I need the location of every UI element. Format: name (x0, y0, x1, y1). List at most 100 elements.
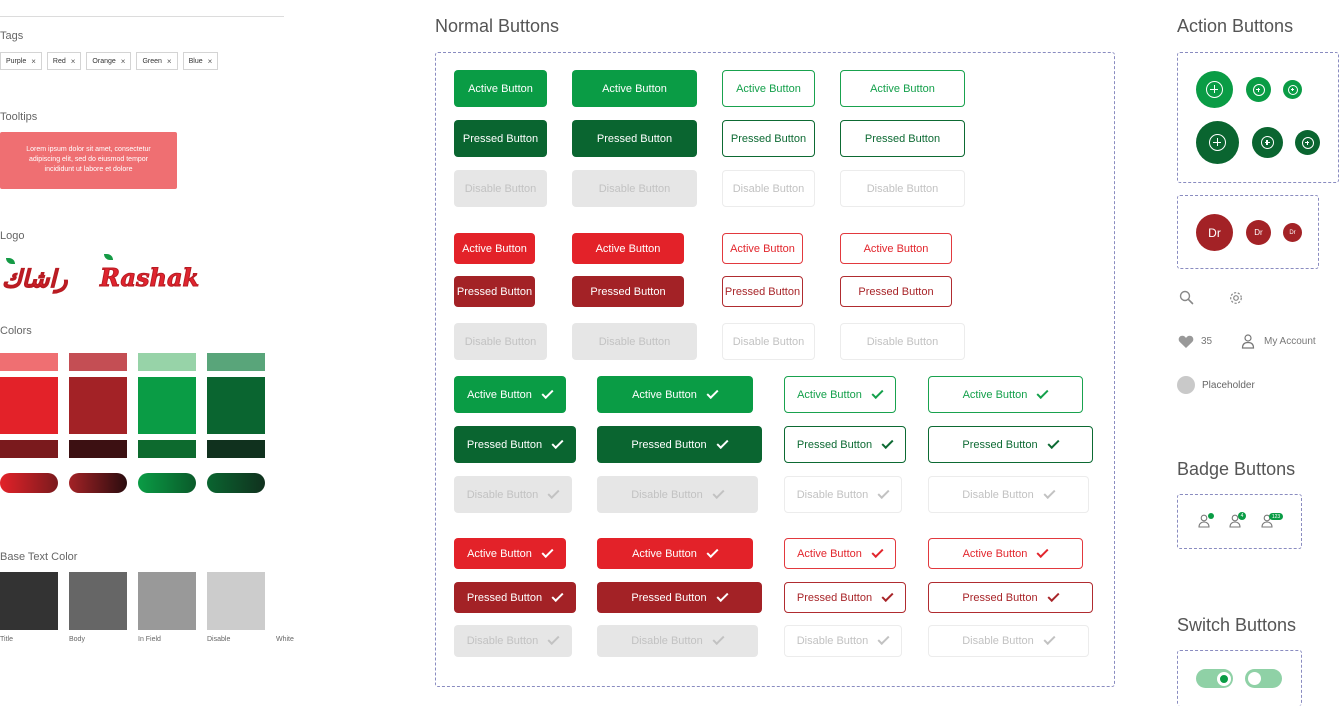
badge-count: 4 (1238, 512, 1246, 520)
green-fab-small[interactable] (1283, 80, 1302, 99)
red-pressed-button[interactable]: Pressed Button (454, 276, 535, 307)
green-pressed-check-outline-wide-button[interactable]: Pressed Button (928, 426, 1093, 463)
red-pressed-outline-button[interactable]: Pressed Button (722, 276, 803, 307)
badge-buttons-panel (1177, 494, 1302, 549)
tag-red[interactable]: Red× (46, 52, 82, 70)
swatch-red-mid-light (69, 353, 127, 371)
user-icon (1198, 514, 1210, 528)
check-icon (706, 545, 719, 558)
tag-purple[interactable]: Purple× (0, 52, 42, 70)
switch-knob (1217, 671, 1231, 686)
green-active-check-button[interactable]: Active Button (454, 376, 566, 413)
red-active-outline-wide-button[interactable]: Active Button (840, 233, 952, 264)
disabled-check-outline-button: Disable Button (784, 476, 902, 513)
search-icon[interactable] (1179, 290, 1194, 305)
base-body-swatch (69, 572, 127, 630)
gradient-red (0, 473, 58, 493)
colors-heading: Colors (0, 325, 32, 337)
action-buttons-panel (1177, 52, 1339, 183)
red-active-check-outline-wide-button[interactable]: Active Button (928, 538, 1083, 569)
green-active-wide-button[interactable]: Active Button (572, 70, 697, 107)
base-white-swatch (276, 572, 334, 630)
green-pressed-button[interactable]: Pressed Button (454, 120, 547, 157)
badge-buttons-title: Badge Buttons (1177, 459, 1296, 479)
green-pressed-fab-large[interactable] (1196, 121, 1239, 164)
gear-icon[interactable] (1228, 290, 1244, 306)
tags-heading: Tags (0, 30, 24, 42)
green-pressed-check-outline-button[interactable]: Pressed Button (784, 426, 906, 463)
check-icon (551, 589, 564, 602)
red-pressed-check-button[interactable]: Pressed Button (454, 582, 576, 613)
base-disable-swatch (207, 572, 265, 630)
green-pressed-check-button[interactable]: Pressed Button (454, 426, 576, 463)
disabled-check-outline-wide-button: Disable Button (928, 625, 1089, 657)
green-active-outline-wide-button[interactable]: Active Button (840, 70, 965, 107)
badge-user-button-dot[interactable] (1198, 513, 1214, 529)
green-active-outline-button[interactable]: Active Button (722, 70, 815, 107)
badge-count: 123 (1269, 513, 1283, 520)
swatch-red-darker (0, 440, 58, 458)
placeholder-avatar (1177, 376, 1195, 394)
swatch-red-darkest (69, 440, 127, 458)
switch-on[interactable] (1196, 669, 1233, 688)
badge-user-button-count-large[interactable]: 123 (1261, 513, 1285, 529)
red-active-check-wide-button[interactable]: Active Button (597, 538, 753, 569)
green-pressed-wide-button[interactable]: Pressed Button (572, 120, 697, 157)
plus-icon (1287, 84, 1298, 95)
close-icon[interactable]: × (31, 56, 36, 66)
check-icon (716, 589, 729, 602)
check-icon (1043, 632, 1056, 646)
red-active-button[interactable]: Active Button (454, 233, 535, 264)
close-icon[interactable]: × (166, 56, 172, 66)
switch-off[interactable] (1245, 669, 1282, 688)
check-icon (547, 486, 560, 499)
green-active-button[interactable]: Active Button (454, 70, 547, 107)
plus-icon (1261, 136, 1274, 149)
green-pressed-check-wide-button[interactable]: Pressed Button (597, 426, 762, 463)
switch-buttons-panel (1177, 650, 1302, 706)
red-active-check-outline-button[interactable]: Active Button (784, 538, 896, 569)
red-pressed-check-wide-button[interactable]: Pressed Button (597, 582, 762, 613)
green-active-check-outline-wide-button[interactable]: Active Button (928, 376, 1083, 413)
check-icon (1047, 589, 1060, 602)
gradient-red-dark (69, 473, 127, 493)
swatch-green-mid-light (207, 353, 265, 371)
tag-list: Purple× Red× Orange× Green× Blue× (0, 52, 219, 70)
avatar-large[interactable]: Dr (1196, 214, 1233, 251)
close-icon[interactable]: × (120, 56, 126, 66)
red-pressed-wide-button[interactable]: Pressed Button (572, 276, 684, 307)
green-pressed-fab-small[interactable] (1295, 130, 1320, 155)
red-pressed-check-outline-button[interactable]: Pressed Button (784, 582, 906, 613)
red-active-outline-button[interactable]: Active Button (722, 233, 803, 264)
heart-icon[interactable] (1178, 335, 1194, 349)
tag-orange[interactable]: Orange× (86, 52, 132, 70)
green-pressed-fab-medium[interactable] (1252, 127, 1283, 158)
disabled-wide-button: Disable Button (572, 170, 697, 207)
base-label-field: In Field (138, 636, 161, 643)
avatar-medium[interactable]: Dr (1246, 220, 1271, 245)
red-pressed-outline-wide-button[interactable]: Pressed Button (840, 276, 952, 307)
close-icon[interactable]: × (70, 56, 76, 66)
avatar-small[interactable]: Dr (1283, 223, 1302, 242)
my-account-link[interactable]: My Account (1264, 336, 1316, 347)
green-active-check-outline-button[interactable]: Active Button (784, 376, 896, 413)
check-icon (1047, 436, 1060, 449)
check-icon (716, 436, 729, 449)
tag-green[interactable]: Green× (136, 52, 178, 70)
red-active-wide-button[interactable]: Active Button (572, 233, 684, 264)
badge-user-button-count[interactable]: 4 (1229, 512, 1247, 529)
green-active-check-wide-button[interactable]: Active Button (597, 376, 753, 413)
green-fab-large[interactable] (1196, 71, 1233, 108)
tag-blue[interactable]: Blue× (182, 52, 219, 70)
base-text-heading: Base Text Color (0, 551, 78, 563)
swatch-red-light (0, 353, 58, 371)
close-icon[interactable]: × (207, 56, 213, 66)
green-pressed-outline-button[interactable]: Pressed Button (722, 120, 815, 157)
check-icon (881, 436, 894, 449)
green-fab-medium[interactable] (1246, 77, 1271, 102)
red-pressed-check-outline-wide-button[interactable]: Pressed Button (928, 582, 1093, 613)
red-active-check-button[interactable]: Active Button (454, 538, 566, 569)
logo-heading: Logo (0, 230, 25, 242)
green-pressed-outline-wide-button[interactable]: Pressed Button (840, 120, 965, 157)
disabled-outline-wide-button: Disable Button (840, 170, 965, 207)
